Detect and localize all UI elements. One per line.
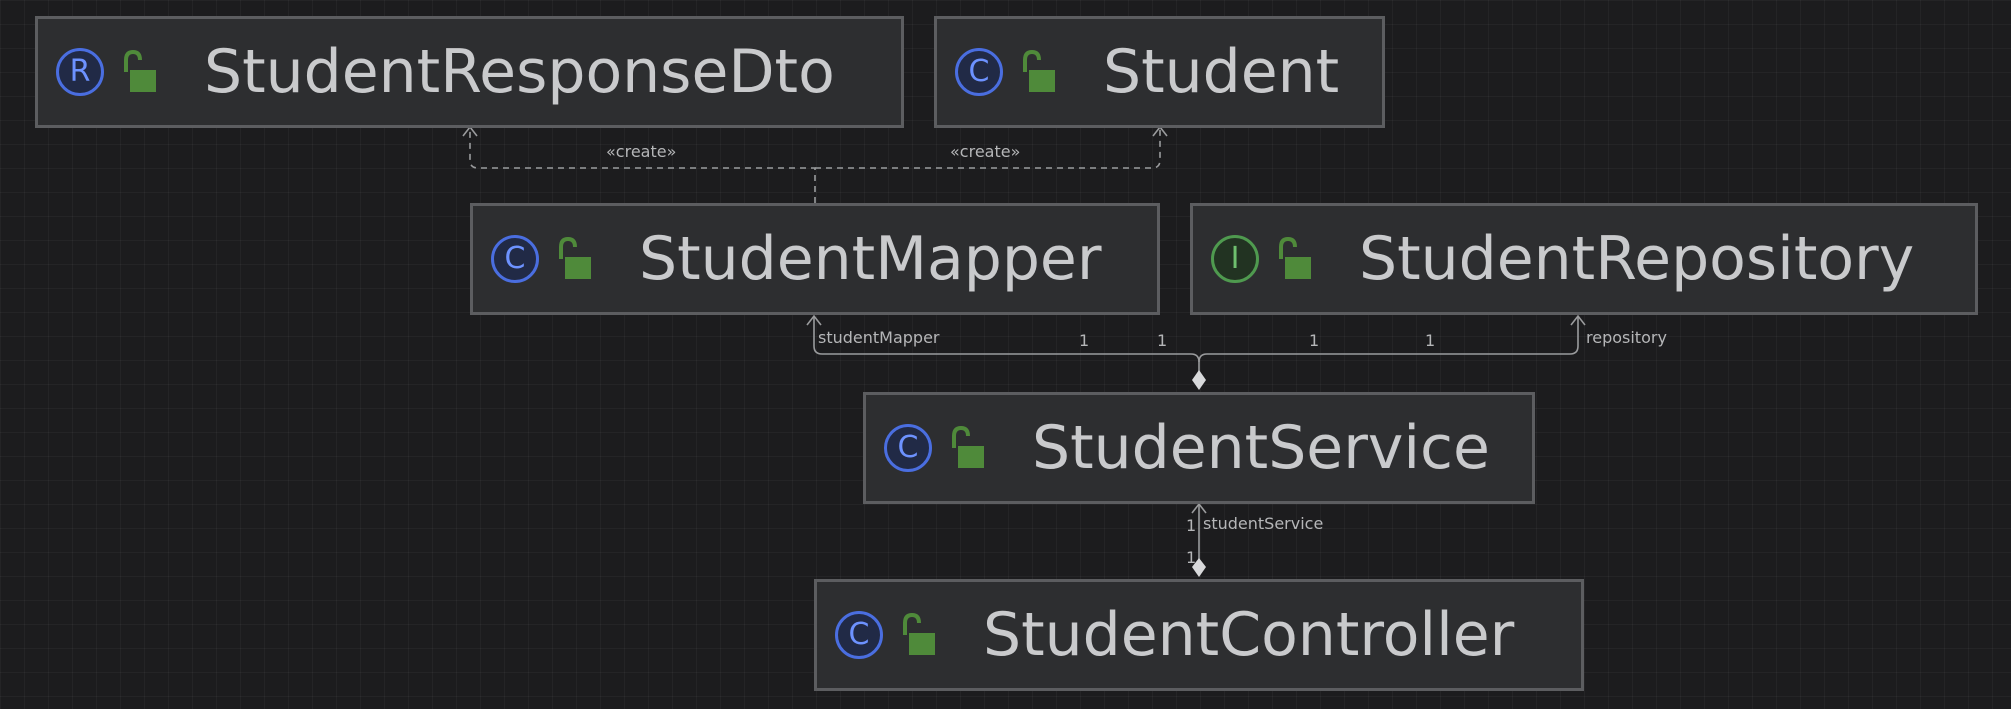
multiplicity-label: 1 [1186,516,1197,535]
unlocked-padlock-icon [1023,50,1055,92]
arrow-head [806,314,822,326]
class-c-icon: C [491,235,539,283]
class-name: StudentController [983,600,1515,670]
create-label-left: «create» [606,142,677,161]
class-name: StudentResponseDto [204,37,835,107]
record-r-icon: R [56,48,104,96]
multiplicity-label: 1 [1309,331,1320,350]
unlocked-padlock-icon [952,426,984,468]
unlocked-padlock-icon [559,237,591,279]
interface-i-icon: I [1211,235,1259,283]
class-c-icon: C [955,48,1003,96]
class-node-student-response-dto[interactable]: R StudentResponseDto [35,16,904,128]
role-label-repository: repository [1586,328,1667,347]
multiplicity-label: 1 [1157,331,1168,350]
role-label-student-mapper: studentMapper [818,328,940,347]
service-to-mapper-edge [813,317,1200,372]
unlocked-padlock-icon [903,613,935,655]
class-c-icon: C [884,424,932,472]
class-name: StudentMapper [639,224,1102,294]
role-label-student-service: studentService [1203,514,1324,533]
multiplicity-label: 1 [1079,331,1090,350]
class-name: StudentRepository [1359,224,1915,294]
class-name: StudentService [1032,413,1490,483]
create-label-right: «create» [950,142,1021,161]
create-edge-to-student [815,128,1161,169]
arrow-head [1570,314,1586,326]
class-name: Student [1103,37,1340,107]
aggregation-diamond [1192,558,1206,577]
arrow-head [1191,502,1207,514]
create-edge-to-dto [469,128,816,203]
multiplicity-label: 1 [1425,331,1436,350]
class-node-student-service[interactable]: C StudentService [863,392,1535,504]
class-node-student[interactable]: C Student [934,16,1385,128]
interface-node-student-repository[interactable]: I StudentRepository [1190,203,1978,315]
class-c-icon: C [835,611,883,659]
class-node-student-controller[interactable]: C StudentController [814,579,1584,691]
aggregation-diamond [1192,370,1206,390]
unlocked-padlock-icon [124,50,156,92]
class-node-student-mapper[interactable]: C StudentMapper [470,203,1160,315]
service-to-repository-edge [1198,317,1579,363]
multiplicity-label: 1 [1186,548,1197,567]
unlocked-padlock-icon [1279,237,1311,279]
